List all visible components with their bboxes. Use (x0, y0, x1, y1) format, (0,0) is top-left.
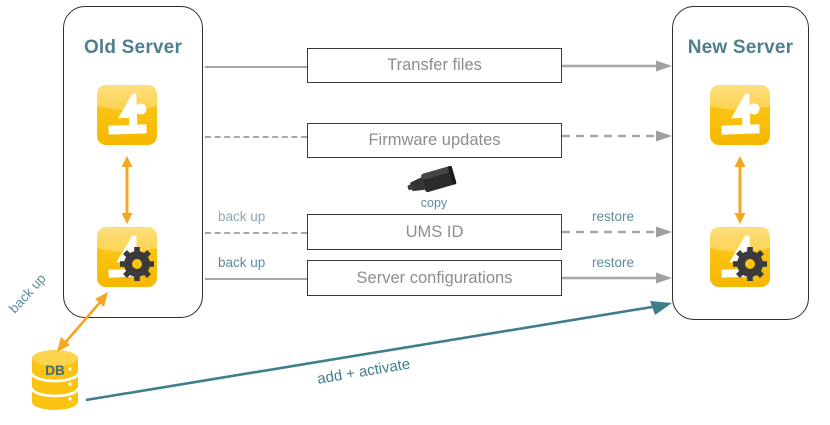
usb-connector-icon (403, 165, 465, 197)
label-copy: copy (420, 196, 448, 210)
connector-left-firmware (205, 136, 307, 138)
database-cylinder-icon (28, 348, 82, 412)
new-server-sync-arrow (732, 156, 748, 224)
flow-box-transfer-files[interactable]: Transfer files (307, 48, 562, 83)
label-backup-ums: back up (218, 209, 266, 224)
connector-left-transfer (205, 66, 307, 68)
label-restore-ums: restore (592, 209, 635, 224)
old-server-sync-arrow (119, 156, 135, 224)
add-activate-arrow (80, 292, 680, 407)
connector-left-config (205, 278, 307, 280)
label-restore-config: restore (592, 255, 635, 270)
old-server-app-icon (96, 84, 158, 146)
old-server-config-icon (96, 226, 158, 288)
label-database-backup: back up (6, 270, 49, 317)
connector-right-config (562, 271, 672, 285)
new-server-title: New Server (687, 37, 794, 58)
connector-right-ums (562, 225, 672, 239)
flow-box-ums-id[interactable]: UMS ID (307, 214, 562, 250)
connector-left-ums (205, 232, 307, 234)
old-server-title: Old Server (83, 37, 183, 58)
connector-right-transfer (562, 59, 672, 73)
connector-right-firmware (562, 129, 672, 143)
new-server-config-icon (709, 226, 771, 288)
database-backup-arrow (52, 288, 118, 356)
flow-box-firmware-updates[interactable]: Firmware updates (307, 123, 562, 158)
label-backup-config: back up (218, 255, 266, 270)
flow-box-server-configurations[interactable]: Server configurations (307, 260, 562, 296)
new-server-app-icon (709, 84, 771, 146)
